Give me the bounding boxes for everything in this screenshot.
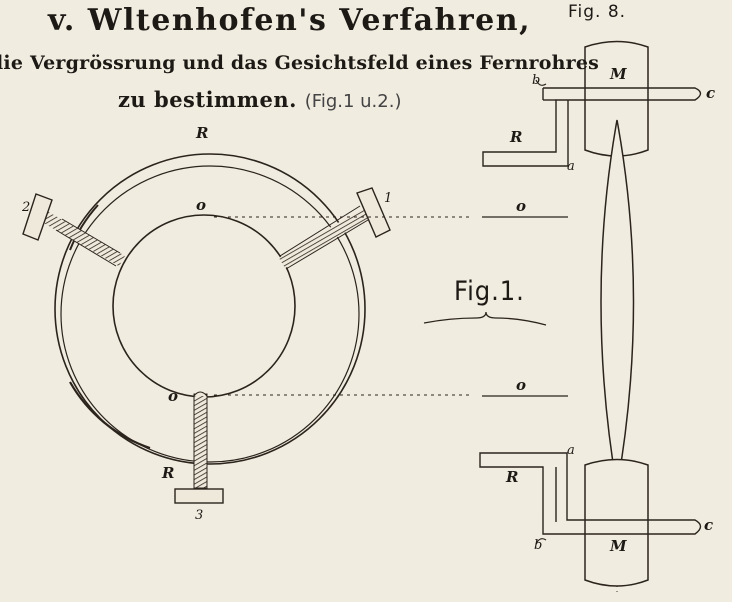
sight-lines [214,216,568,397]
fig1-bracket [423,311,547,326]
label-upper-r: R [510,128,523,146]
label-screw-1: 1 [384,191,393,206]
screw-1 [278,187,391,270]
plate-title: v. Wltenhofen's Verfahren, [48,3,532,38]
outer-ring [54,153,366,465]
label-o-circle-top: o [196,196,207,214]
label-lower-c: c [704,516,714,534]
lens [600,119,635,489]
ring-shadow-left [69,204,99,251]
label-lower-r: R [506,468,519,486]
fig1-caption: Fig.1. [454,276,525,307]
objective-circle [112,214,296,398]
screw-3 [174,391,224,504]
ring-apparatus [54,153,366,465]
figure-reference: (Fig.1 u.2.) [304,91,402,112]
label-lower-a: a [567,443,575,458]
label-o-right-bottom: o [516,376,527,394]
label-lower-m: M [610,537,627,555]
ring-shadow [69,381,151,450]
plate-subtitle: lie Vergrössrung und das Gesichtsfeld ei… [0,52,600,74]
label-upper-a: a [567,159,575,174]
telescope-fig8 [479,40,702,592]
label-upper-m: M [610,65,627,83]
plate-subtitle-line2: zu bestimmen. (Fig.1 u.2.) [118,89,401,111]
label-ring-top: R [196,124,209,142]
screw-2 [22,193,125,267]
label-screw-3: 3 [195,508,204,523]
ring-inner-edge [60,165,360,463]
label-o-circle-bottom: o [168,387,179,405]
label-o-right-top: o [516,197,527,215]
label-lower-b: b [534,538,543,553]
fig8-caption: Fig. 8. [568,2,627,22]
label-upper-c: c [706,84,716,102]
label-upper-b: b [532,73,541,88]
subtitle-main: zu bestimmen. [118,87,297,112]
label-screw-2: 2 [22,200,31,215]
label-ring-bottom: R [162,464,175,482]
